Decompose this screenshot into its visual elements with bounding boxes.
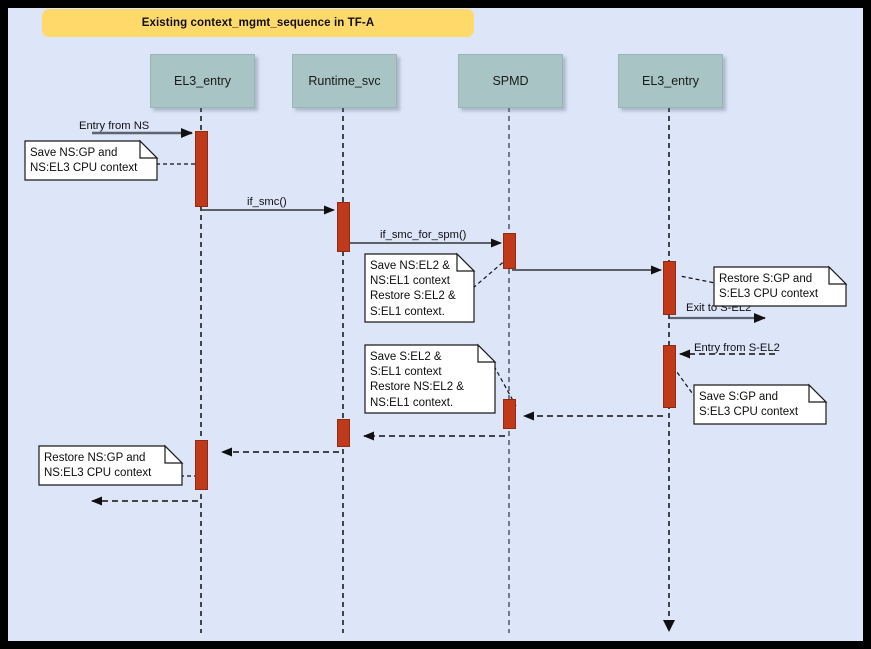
activation-bar[interactable] [503, 399, 516, 429]
lifeline-header-el3-entry-s[interactable]: EL3_entry [618, 54, 723, 108]
lifeline-label: SPMD [492, 74, 529, 88]
activation-bar[interactable] [195, 440, 208, 490]
lifeline-label: EL3_entry [642, 74, 699, 88]
diagram-canvas: Existing context_mgmt_sequence in TF-A E… [8, 8, 863, 641]
note-save-s-el2: Save S:EL2 & S:EL1 context Restore NS:EL… [370, 351, 464, 409]
message-label-entry-from-sel2: Entry from S-EL2 [694, 342, 780, 354]
activation-bar[interactable] [663, 345, 676, 408]
diagram-title-banner: Existing context_mgmt_sequence in TF-A [42, 9, 474, 37]
activation-bar[interactable] [337, 202, 350, 252]
message-label-if-smc: if_smc() [247, 196, 287, 208]
note-save-ns-el2: Save NS:EL2 & NS:EL1 context Restore S:E… [370, 260, 456, 318]
message-label-if-smc-for-spm: if_smc_for_spm() [380, 229, 467, 241]
note-save-ns-gp: Save NS:GP and NS:EL3 CPU context [30, 147, 138, 174]
diagram-vector-layer [91, 98, 775, 633]
lifeline-end-arrow [663, 620, 675, 632]
activation-bar[interactable] [195, 131, 208, 207]
lifeline-label: Runtime_svc [308, 74, 381, 88]
note-connectors [156, 163, 721, 477]
message-label-entry-from-ns: Entry from NS [79, 120, 150, 132]
lifeline-header-spmd[interactable]: SPMD [458, 54, 563, 108]
activation-bar[interactable] [503, 233, 516, 269]
note-restore-ns-gp: Restore NS:GP and NS:EL3 CPU context [44, 452, 152, 479]
lifeline-label: EL3_entry [174, 74, 231, 88]
activation-bar[interactable] [337, 419, 350, 447]
lifeline-header-el3-entry-ns[interactable]: EL3_entry [150, 54, 255, 108]
note-save-s-gp: Save S:GP and S:EL3 CPU context [699, 391, 799, 418]
diagram-title: Existing context_mgmt_sequence in TF-A [141, 17, 375, 29]
activation-bar[interactable] [663, 261, 676, 315]
message-label-exit-to-sel2: Exit to S-EL2 [686, 302, 752, 314]
lifeline-header-runtime-svc[interactable]: Runtime_svc [292, 54, 397, 108]
note-restore-s-gp: Restore S:GP and S:EL3 CPU context [719, 273, 819, 300]
